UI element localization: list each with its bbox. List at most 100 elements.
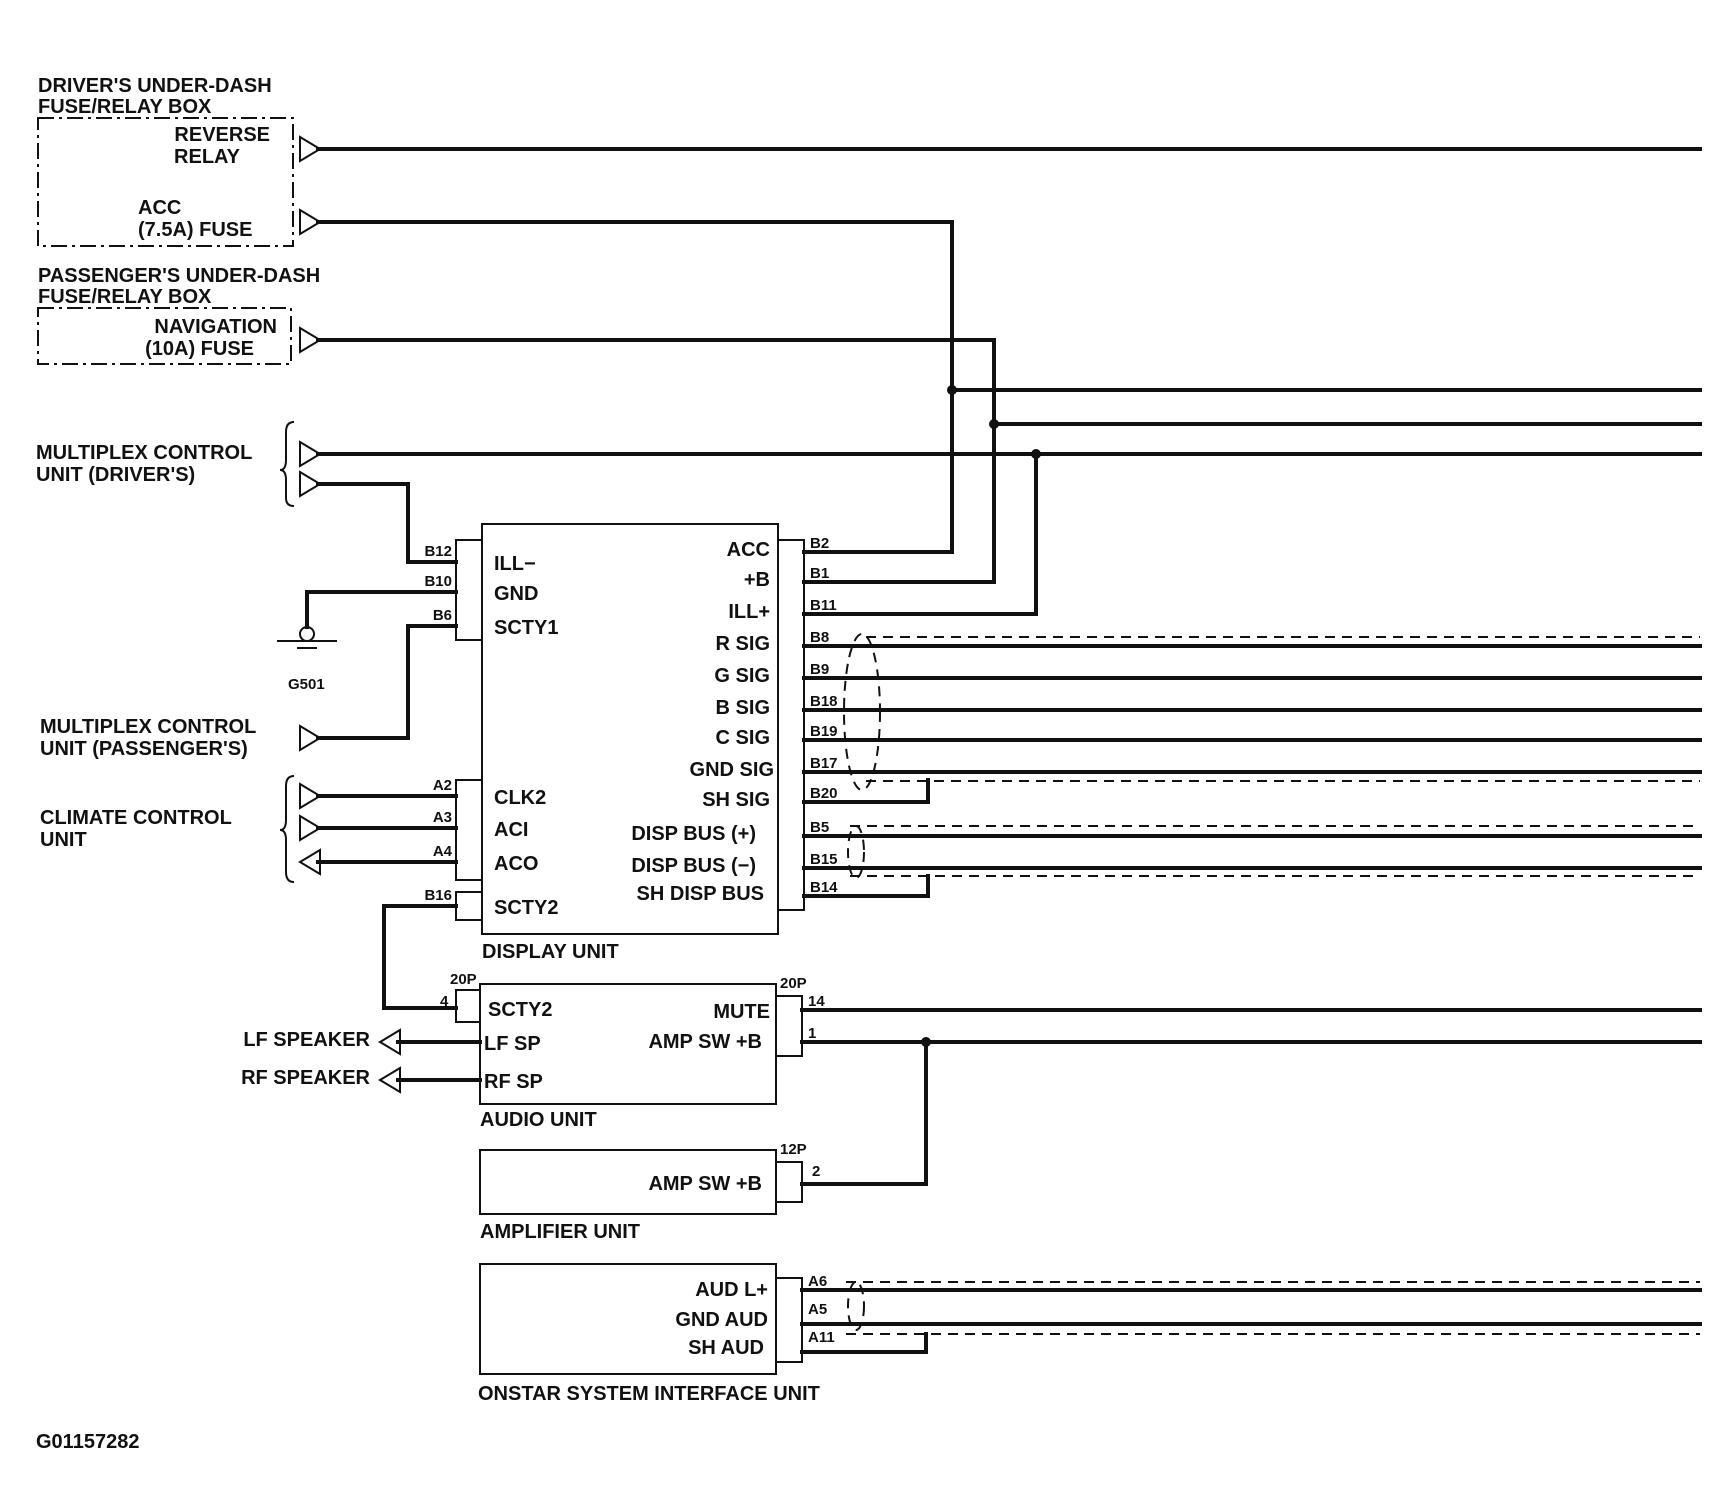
audio-unit-box [479,983,777,1105]
onstar-pin-a6: A6 [808,1273,827,1290]
wire-acc-b2 [316,220,954,554]
onstar-pin-a5: A5 [808,1301,827,1318]
passenger-box-outline [37,307,292,365]
wire-sh-sig [802,778,930,804]
mux-passenger-label-2: UNIT (PASSENGER'S) [40,738,248,760]
display-pin-a3: A3 [433,809,452,826]
ground-g501: G501 [277,626,337,693]
display-left-label-1: GND [494,583,538,605]
display-right-label-9: DISP BUS (+) [631,823,756,845]
display-unit: DISPLAY UNIT B12ILL−B10GNDB6SCTY1A2CLK2A… [424,523,838,963]
onstar-pin-a11: A11 [808,1329,835,1346]
audio-connector-left-label: 20P [450,971,477,988]
audio-pin-1: 1 [808,1025,816,1042]
wire-sh-disp-bus [802,874,930,898]
driver-box-title-2: FUSE/RELAY BOX [38,96,212,118]
amplifier-connector-label: 12P [780,1141,807,1158]
splice-acc [947,385,957,395]
display-connector-a-left [455,779,483,881]
arrow-acc-fuse-icon [299,208,322,236]
display-pin-b15: B15 [810,851,838,868]
wire-scty1-b6 [316,624,458,740]
reverse-relay-label-1: REVERSE [174,124,270,146]
audio-pin-14: 14 [808,993,825,1010]
display-left-label-2: SCTY1 [494,617,558,639]
audio-unit-name: AUDIO UNIT [480,1109,597,1131]
wire-nav-b1 [316,338,996,584]
arrow-mux-passenger-icon [299,724,322,752]
passenger-box-title-1: PASSENGER'S UNDER-DASH [38,265,320,287]
driver-box-title-1: DRIVER'S UNDER-DASH [38,75,272,97]
acc-fuse-label-2: (7.5A) FUSE [138,219,252,241]
onstar-gnd-aud-label: GND AUD [675,1309,768,1331]
display-pin-b17: B17 [810,755,838,772]
audio-pin-4: 4 [440,993,449,1010]
amplifier-amp-sw-label: AMP SW +B [648,1173,762,1195]
shield-ring-bus [847,825,865,879]
display-left-label-3: CLK2 [494,787,546,809]
onstar-unit: AUD L+ GND AUD SH AUD A6 A5 A11 ONSTAR S… [478,1263,835,1405]
arrow-nav-fuse-icon [299,326,322,354]
passenger-box-title-2: FUSE/RELAY BOX [38,286,212,308]
splice-nav [989,419,999,429]
display-connector-b16 [455,891,483,921]
connector-arrows [298,135,401,1094]
wire-amp-sw-amplifier [800,1040,928,1186]
splice-amp-sw [921,1037,931,1047]
onstar-unit-name: ONSTAR SYSTEM INTERFACE UNIT [478,1383,820,1405]
arrow-aci-icon [299,814,322,842]
arrow-reverse-relay-icon [299,135,322,163]
amplifier-connector [775,1161,803,1203]
display-right-label-11: SH DISP BUS [637,883,764,905]
shield-ring-video [843,633,881,791]
display-left-label-4: ACI [494,819,528,841]
mux-passenger-label-1: MULTIPLEX CONTROL [40,716,256,738]
audio-rf-sp-label: RF SP [484,1071,543,1093]
display-pin-b9: B9 [810,661,829,678]
acc-fuse-label-1: ACC [138,197,181,219]
display-left-label-6: SCTY2 [494,897,558,919]
display-pin-b6: B6 [433,607,452,624]
display-pin-a4: A4 [433,843,453,860]
display-right-label-1: +B [744,569,770,591]
onstar-connector [775,1277,803,1363]
display-pin-b5: B5 [810,819,829,836]
climate-control-source: CLIMATE CONTROL UNIT [40,775,295,883]
arrow-clk2-icon [299,782,322,810]
display-pin-b11: B11 [810,597,837,614]
audio-connector-right-label: 20P [780,975,807,992]
figure-id: G01157282 [36,1431,139,1453]
amplifier-unit: 12P AMP SW +B 2 AMPLIFIER UNIT [479,1141,820,1243]
splice-ill [1031,449,1041,459]
wire-ill-minus-b12 [316,482,458,564]
audio-unit: 20P 20P 4 SCTY2 LF SP RF SP MUTE AMP SW … [241,971,825,1131]
audio-scty2-label: SCTY2 [488,999,552,1021]
display-pin-a2: A2 [433,777,452,794]
display-unit-name: DISPLAY UNIT [482,941,619,963]
audio-lf-sp-label: LF SP [484,1033,541,1055]
climate-brace [279,775,295,883]
display-right-label-8: SH SIG [702,789,770,811]
multiplex-passenger-source: MULTIPLEX CONTROL UNIT (PASSENGER'S) [40,716,256,760]
wire-gnd-b10 [305,590,458,629]
reverse-relay-label-2: RELAY [174,146,241,168]
display-right-label-3: R SIG [716,633,770,655]
nav-fuse-label-2: (10A) FUSE [145,338,254,360]
ground-label: G501 [288,676,325,693]
onstar-aud-l-label: AUD L+ [695,1279,768,1301]
audio-amp-sw-label: AMP SW +B [648,1031,762,1053]
display-right-label-6: C SIG [716,727,770,749]
arrow-mux-driver-1-icon [299,440,322,468]
wire-scty2 [382,904,458,1010]
onstar-sh-aud-label: SH AUD [688,1337,764,1359]
lf-speaker-label: LF SPEAKER [243,1029,370,1051]
audio-connector-right [775,995,803,1057]
amplifier-pin-2: 2 [812,1163,820,1180]
display-left-label-0: ILL− [494,553,536,575]
climate-label-2: UNIT [40,829,87,851]
wire-sh-aud [800,1332,928,1354]
passenger-fuse-relay-box: PASSENGER'S UNDER-DASH FUSE/RELAY BOX NA… [37,265,320,365]
display-left-label-5: ACO [494,853,538,875]
display-unit-box [481,523,779,935]
